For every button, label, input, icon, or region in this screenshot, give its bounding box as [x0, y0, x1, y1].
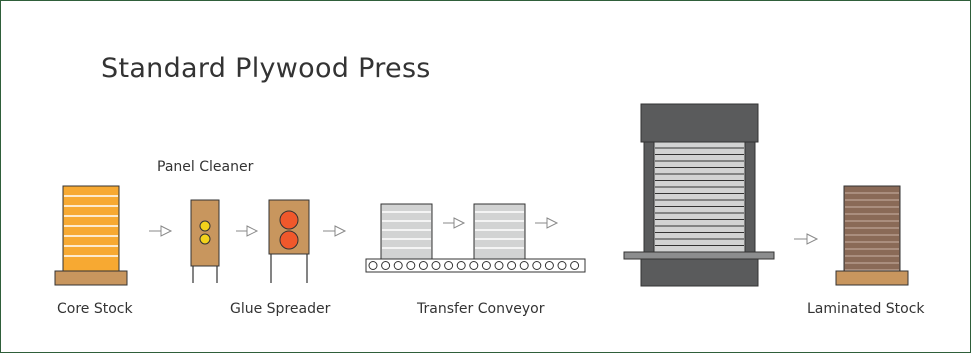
conveyor-roller: [507, 261, 517, 270]
label-core-stock: Core Stock: [57, 301, 133, 317]
conveyor-roller: [544, 261, 554, 270]
conveyor-roller: [368, 261, 378, 270]
arrow-right-icon: [535, 217, 559, 229]
diagram-title: Standard Plywood Press: [101, 53, 431, 84]
panel-cleaner-machine: [190, 199, 220, 283]
conveyor-roller: [431, 261, 441, 270]
conveyor-roller: [418, 261, 428, 270]
conveyor-roller: [444, 261, 454, 270]
label-panel-cleaner: Panel Cleaner: [157, 159, 254, 175]
laminated-stock-stack: [835, 185, 909, 286]
conveyor-roller: [469, 261, 479, 270]
conveyor-roller: [381, 261, 391, 270]
conveyor-roller: [494, 261, 504, 270]
arrow-right-icon: [794, 233, 819, 245]
transfer-conveyor: [365, 203, 586, 273]
label-laminated-stock: Laminated Stock: [807, 301, 925, 317]
label-glue-spreader: Glue Spreader: [230, 301, 331, 317]
arrow-right-icon: [149, 225, 173, 237]
core-stock-stack: [54, 185, 128, 286]
label-transfer-conveyor: Transfer Conveyor: [417, 301, 545, 317]
conveyor-roller: [481, 261, 491, 270]
arrow-right-icon: [443, 217, 466, 229]
conveyor-roller: [519, 261, 529, 270]
conveyor-roller: [570, 261, 580, 270]
plywood-press: [623, 103, 775, 287]
glue-spreader-machine: [268, 199, 310, 283]
arrow-right-icon: [323, 225, 347, 237]
arrow-right-icon: [236, 225, 259, 237]
conveyor-roller: [406, 261, 416, 270]
conveyor-roller: [532, 261, 542, 270]
conveyor-roller: [393, 261, 403, 270]
conveyor-roller: [456, 261, 466, 270]
conveyor-roller: [557, 261, 567, 270]
